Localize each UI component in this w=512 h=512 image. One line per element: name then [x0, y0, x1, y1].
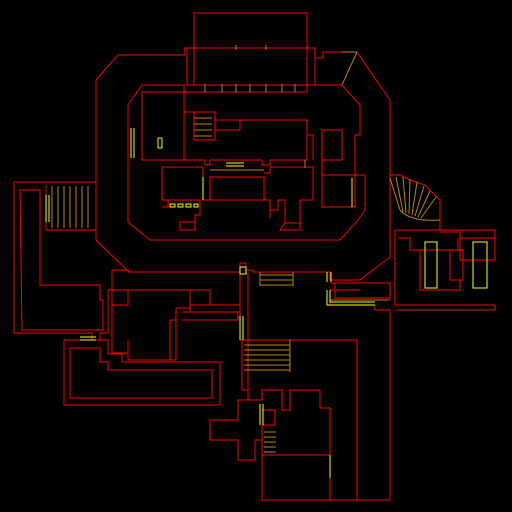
wall-west-stair-room [46, 181, 97, 231]
south-small-stair [264, 431, 276, 453]
step-lines [51, 45, 390, 453]
door-center-hall [239, 266, 247, 275]
door-inner-center [226, 162, 244, 167]
south-staircase [244, 340, 291, 372]
wall-foyer [189, 290, 211, 312]
wall-east-pillar [449, 249, 464, 281]
wall-inner-lower [161, 166, 314, 231]
door-inner-nw [130, 128, 135, 158]
wall-south-corridor [209, 339, 358, 501]
door-sw [80, 336, 96, 341]
east-corridor-steps [259, 272, 294, 286]
wall-inner-upper [141, 91, 308, 166]
wall-inner-right [306, 120, 356, 208]
inner-center-steps [210, 160, 390, 301]
wall-main-inner [127, 84, 366, 241]
wall-lines [13, 12, 496, 501]
door-inner-key [157, 137, 163, 149]
wall-south-room [261, 409, 330, 456]
door-south-room [259, 404, 264, 425]
wall-south-east [329, 289, 391, 501]
gallery-ticks [204, 45, 358, 92]
inner-stairs-nw [194, 117, 212, 137]
door-west-stair [45, 195, 50, 222]
door-lines [45, 128, 488, 478]
wall-north-gallery [186, 47, 316, 86]
wall-east-annex [390, 174, 496, 311]
wall-central-hub [111, 272, 249, 361]
door-lamps [169, 203, 199, 208]
east-curved-stair [389, 176, 441, 221]
wall-east-junction [330, 282, 391, 299]
door-east-junction [326, 290, 375, 306]
wall-southwest [63, 339, 221, 406]
west-staircase [51, 186, 89, 228]
door-east-corridor [326, 272, 332, 282]
door-east-pillars [424, 241, 488, 289]
door-center-corridor [239, 316, 244, 340]
wall-north-annex [95, 12, 391, 281]
